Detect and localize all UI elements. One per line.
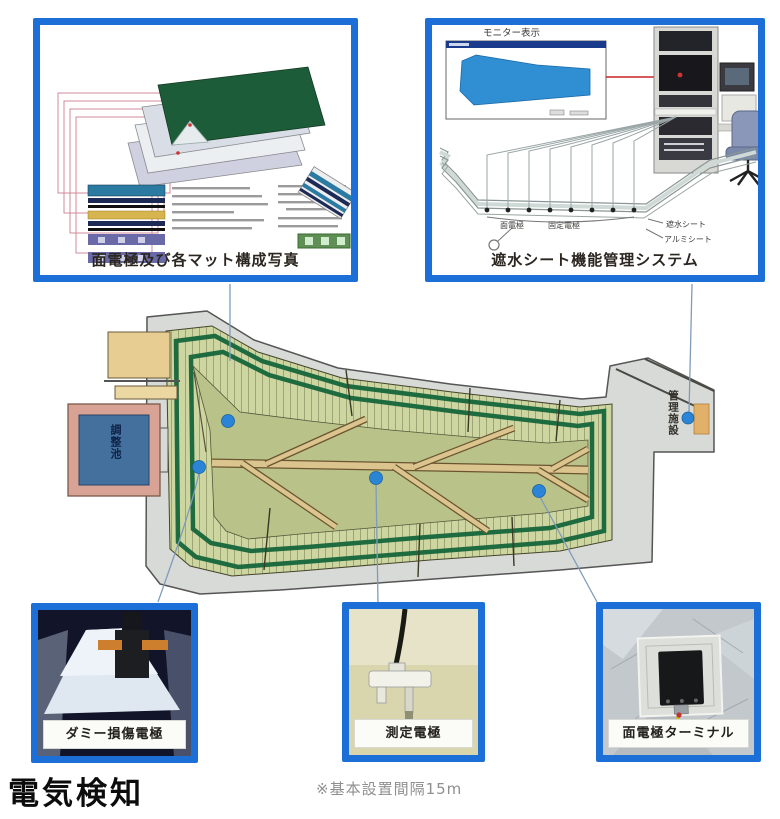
callout-terminal-panel (538, 494, 598, 603)
landfill-interior (192, 364, 590, 578)
access-road-edge (644, 358, 715, 392)
measurement-point (681, 411, 695, 425)
layer-stack (87, 184, 166, 263)
measurement-point (532, 484, 546, 498)
callout-lines (157, 283, 693, 603)
electrode-brace (486, 216, 635, 223)
callout-probe-panel (375, 482, 379, 603)
surface-electrode-leader (497, 227, 513, 242)
callout-system-panel (688, 283, 693, 414)
aluminum-sheet-label: アルミシート (664, 235, 712, 244)
office-chair (725, 110, 758, 186)
surface-electrode-label: 面電極 (500, 221, 524, 230)
mat-photo (57, 66, 351, 263)
monitor-plan-shape (459, 54, 591, 106)
cell-dividers (263, 369, 561, 578)
measurement-point (369, 471, 383, 485)
probe-panel: 測定電極 (342, 602, 485, 762)
measurement-points (192, 411, 695, 498)
central-road (211, 458, 589, 475)
system-diagram (439, 26, 758, 251)
monitor-label: モニター表示 (483, 28, 541, 39)
mat-composition-panel: 面電極及び各マット構成写真 (33, 18, 358, 282)
measurement-point (192, 460, 206, 474)
green-terrace-inner (188, 349, 595, 554)
callout-dummy-panel (157, 472, 200, 603)
management-system-panel: モニター表示 面電極 固定電極 遮水シート アルミシート 遮水シート機能管理シス… (425, 18, 765, 282)
pond-label: 調整池 (109, 424, 122, 460)
probe-panel-caption: 測定電極 (354, 719, 473, 748)
terminal-panel: 面電極ターミナル (596, 602, 761, 762)
green-terrace-outer (173, 333, 607, 570)
workstation (717, 62, 757, 132)
sheet-label-leaders (645, 218, 664, 239)
facility-label: 管理施設 (667, 390, 679, 436)
liner-cross-section (439, 147, 757, 219)
dummy-electrode-panel: ダミー損傷電極 (31, 603, 198, 763)
stacked-mats (127, 66, 326, 188)
branch-roads (193, 371, 590, 534)
mat-sample (297, 166, 351, 220)
management-facility (693, 403, 710, 435)
monitor-window (445, 40, 607, 120)
fixed-electrode-label: 固定電極 (548, 221, 580, 230)
terminal-photo (603, 609, 754, 755)
site-buildings (104, 331, 180, 400)
regulation-pond (67, 403, 169, 497)
measurement-point (221, 414, 235, 428)
spacing-footnote: ※基本設置間隔15m (316, 780, 463, 798)
electrode-dots (484, 207, 637, 213)
mat-panel-caption: 面電極及び各マット構成写真 (91, 251, 300, 269)
water-sheet-label: 遮水シート (666, 220, 706, 229)
green-layer-badge (297, 233, 351, 249)
dummy-panel-caption: ダミー損傷電極 (43, 720, 186, 749)
equipment-rack (653, 26, 719, 174)
probe-body (368, 670, 432, 688)
surface-electrode-ring (488, 239, 500, 251)
system-panel-caption: 遮水シート機能管理システム (491, 251, 699, 269)
electrode-lines (486, 116, 677, 209)
page-title: 電気検知 (8, 776, 144, 812)
terminal-electrode (658, 650, 704, 706)
terminal-panel-caption: 面電極ターミナル (608, 719, 749, 748)
terminal-pad (636, 634, 724, 718)
